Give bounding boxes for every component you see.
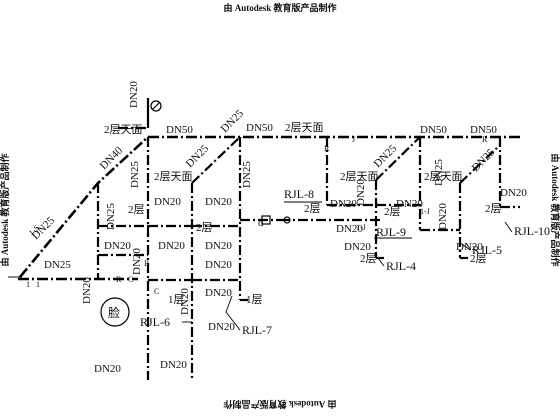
riser-tag-rjl10: RJL-10 — [514, 224, 550, 238]
dn-label: DN25 — [105, 203, 117, 230]
dn-label: DN50 — [246, 122, 273, 134]
dn-label: DN20 — [330, 198, 357, 210]
floor-label: 2层 — [128, 203, 145, 216]
floor-labels: 2层天面 2层天面 2层天面 2层天面 2层天面 2层 2层 2层 2层 2层 … — [104, 121, 502, 306]
floor-label: 2层天面 — [104, 123, 143, 136]
riser-tag-rjl6: RJL-6 — [140, 315, 170, 329]
dn-label: DN20 — [81, 277, 93, 304]
floor-label: 2层天面 — [424, 170, 463, 183]
dn-label: DN20 — [205, 196, 232, 208]
dn-label: DN25 — [433, 159, 445, 186]
dn-label: DN20 — [344, 241, 371, 253]
water-meter-icon — [100, 297, 130, 327]
dn-label: DN25 — [219, 107, 247, 135]
dn-label: DN20 — [154, 196, 181, 208]
floor-label: 2层天面 — [154, 170, 193, 183]
watermark-bottom: 由 Autodesk 教育版产品制作 — [223, 399, 336, 410]
riser-rjl7-diagonal — [191, 136, 241, 184]
riser-tags: RJL-6 RJL-7 RJL-8 RJL-9 RJL-4 RJL-5 RJL-… — [140, 187, 550, 337]
dn-label: DN25 — [241, 161, 253, 188]
riser-tag-rjl4: RJL-4 — [386, 259, 416, 273]
mark-c: C — [154, 287, 159, 296]
dn-label: DN20 — [128, 81, 140, 108]
dn-label: DN20 — [131, 248, 143, 275]
dn-label: DN20 — [205, 287, 232, 299]
valve-icon — [261, 215, 271, 225]
pressure-gauge-icon — [150, 100, 162, 112]
mark-c: C — [128, 275, 133, 284]
dn-label: DN25 — [184, 142, 212, 170]
riser-tag-rjl9: RJL-9 — [376, 225, 406, 239]
dn-label: DN25 — [44, 259, 71, 271]
dn-label: DN20 — [336, 223, 363, 235]
dn-label: DN20 — [208, 321, 235, 333]
symbols — [8, 100, 291, 327]
riser-tag-rjl5: RJL-5 — [472, 243, 502, 257]
riser-tag-rjl7: RJL-7 — [242, 323, 272, 337]
mark-j: J — [352, 135, 355, 144]
dn-label: DN20 — [94, 363, 121, 375]
dn-label: DN20 — [205, 259, 232, 271]
mark-1-j: 1-J — [420, 207, 430, 216]
floor-label: 2层 — [196, 221, 213, 234]
mark-r: R — [482, 135, 488, 144]
floor-label: 1层 — [168, 293, 185, 306]
dn-label: DN50 — [166, 124, 193, 136]
floor-label: 1层 — [246, 293, 263, 306]
mark-r: R — [324, 144, 330, 153]
floor-label: 2层天面 — [340, 170, 379, 183]
floor-label: 2层 — [384, 205, 401, 218]
riser-tag-rjl8: RJL-8 — [284, 187, 314, 201]
floor-label: 2层 — [470, 252, 487, 265]
dn-label: DN20 — [437, 203, 449, 230]
floor-label: 2层天面 — [285, 121, 324, 134]
dn-label: DN20 — [355, 179, 367, 206]
watermark-left: 由 Autodesk 教育版产品制作 — [0, 153, 10, 266]
dn-label: DN25 — [129, 161, 141, 188]
mark-1: 1 — [26, 280, 30, 289]
dn-label: DN20 — [456, 241, 483, 253]
pipe-marks: R J R R R C C 1 1 1-S 1-J 1-J d — [26, 135, 488, 296]
dn-label: DN20 — [205, 240, 232, 252]
dn-label: DN20 — [500, 187, 527, 199]
dn-label: DN20 — [179, 288, 191, 315]
dn-label: DN20 — [104, 240, 131, 252]
riser-rjl5-diagonal — [459, 144, 501, 184]
dn-label: DN25 — [372, 142, 400, 170]
watermark-right: 由 Autodesk 教育版产品制作 — [550, 153, 560, 266]
dn-label: DN20 — [160, 359, 187, 371]
dn-label: DN20 — [396, 198, 423, 210]
mark-1-j: 1-J — [356, 223, 366, 232]
watermark-top: 由 Autodesk 教育版产品制作 — [223, 2, 336, 13]
dn-label: DN50 — [470, 124, 497, 136]
pipe-network — [18, 98, 520, 380]
floor-label: 2层 — [304, 202, 321, 215]
dn-label: DN25 — [470, 146, 498, 174]
mark-r: R — [144, 259, 150, 268]
mark-arrow: d — [258, 217, 264, 229]
floor-label: 2层 — [360, 252, 377, 265]
mark-r: R — [116, 275, 122, 284]
dn-label: DN20 — [158, 240, 185, 252]
valve-icon — [283, 216, 291, 224]
mark-1: 1 — [36, 280, 40, 289]
dn-label: DN50 — [420, 124, 447, 136]
meter-label: 脸 — [108, 306, 120, 320]
dn-label: DN40 — [98, 144, 126, 172]
floor-label: 2层 — [485, 202, 502, 215]
